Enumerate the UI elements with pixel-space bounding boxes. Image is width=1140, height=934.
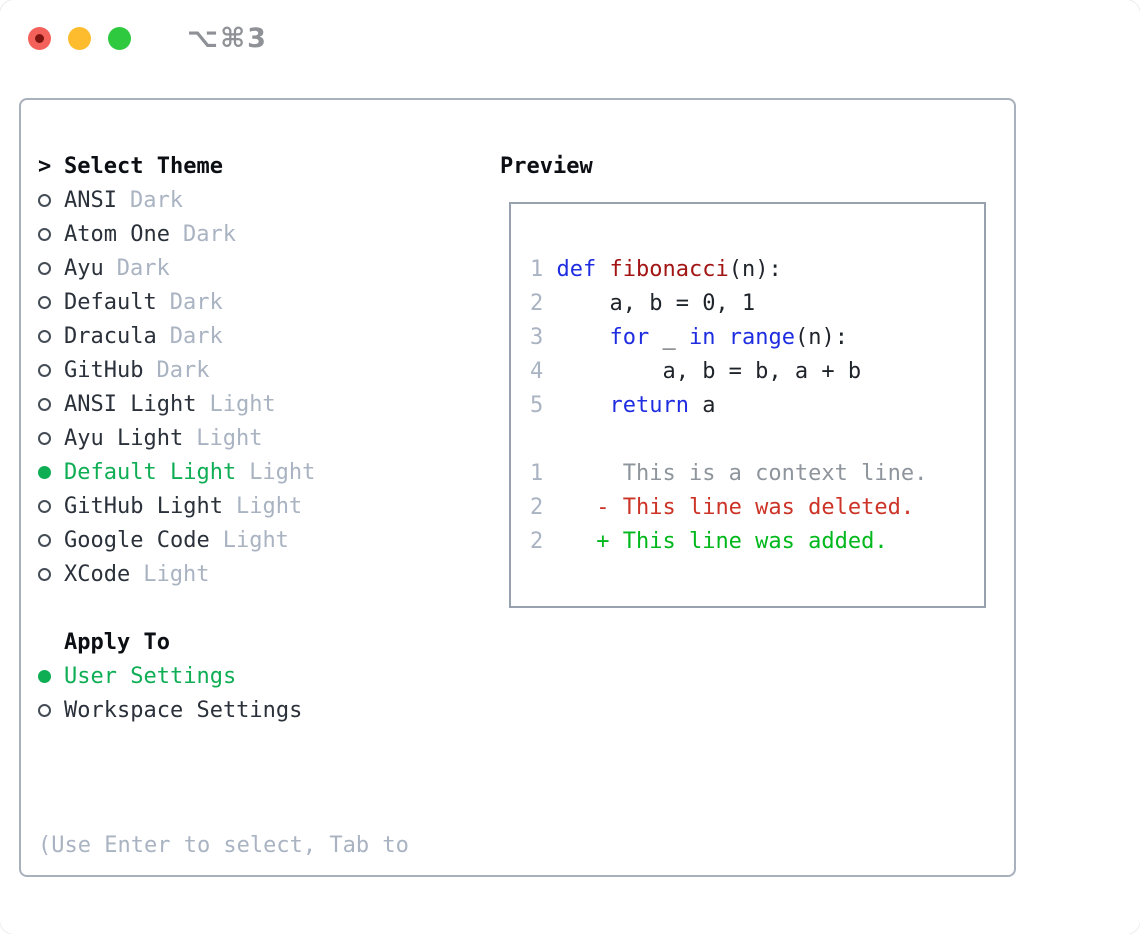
theme-option-ayu-light[interactable]: Ayu Light Light [38,421,480,455]
theme-name: XCode [64,561,131,587]
radio-icon [38,533,51,547]
theme-variant-label: Dark [169,323,223,349]
theme-option-github[interactable]: GitHub Dark [38,353,480,387]
preview-header: Preview [500,149,1014,183]
preview-lines: 1 def fibonacci(n): 2 a, b = 0, 1 3 for _ … [530,253,984,559]
theme-name: GitHub Light [64,493,223,519]
theme-name: Default [64,289,157,315]
theme-name: Default Light [64,459,237,485]
prompt-icon: > [38,153,52,179]
radio-icon [38,261,51,275]
radio-icon [38,703,51,717]
theme-option-github-light[interactable]: GitHub Light Light [38,489,480,523]
theme-option-xcode[interactable]: XCode Light [38,557,480,591]
radio-selected-icon [38,465,51,479]
theme-variant-label: Dark [182,221,236,247]
theme-option-ansi-light[interactable]: ANSI Light Light [38,387,480,421]
theme-name: Dracula [64,323,157,349]
select-theme-title: Select Theme [64,153,223,179]
theme-name: ANSI [64,187,117,213]
theme-variant-label: Dark [129,187,183,213]
preview-line: 5 return a [530,393,716,418]
theme-variant-label: Light [222,527,289,553]
theme-name: GitHub [64,357,144,383]
radio-icon [38,227,51,241]
radio-icon [38,363,51,377]
maximize-button[interactable] [108,26,131,50]
theme-option-default[interactable]: Default Dark [38,285,480,319]
help-line-1: (Use Enter to select, Tab to [38,833,409,858]
theme-variant-label: Light [209,391,276,417]
radio-selected-icon [38,669,51,683]
radio-icon [38,499,51,513]
minimize-button[interactable] [68,26,91,50]
theme-option-atom-one[interactable]: Atom One Dark [38,217,480,251]
select-theme-header: > Select Theme [38,149,480,183]
apply-to-title: Apply To [64,629,170,655]
theme-option-dracula[interactable]: Dracula Dark [38,319,480,353]
preview-line: 2 + This line was added. [530,529,888,554]
preview-box: 1 def fibonacci(n): 2 a, b = 0, 1 3 for _ … [509,202,986,608]
radio-icon [38,329,51,343]
preview-title: Preview [500,153,593,179]
theme-option-ayu[interactable]: Ayu Dark [38,251,480,285]
titlebar: ⌥⌘3 [0,0,1140,76]
preview-line: 3 for _ in range(n): [530,325,848,350]
theme-variant-label: Dark [169,289,223,315]
theme-name: Ayu Light [64,425,184,451]
help-text: (Use Enter to select, Tab to change focu… [38,761,480,934]
preview-line: 2 - This line was deleted. [530,495,915,520]
close-dot-icon [35,33,44,43]
theme-variant-label: Light [143,561,210,587]
tab-shortcut-label: ⌥⌘3 [187,22,268,54]
radio-icon [38,193,51,207]
theme-option-google-code[interactable]: Google Code Light [38,523,480,557]
preview-line [530,423,984,457]
radio-icon [38,295,51,309]
theme-option-default-light[interactable]: Default Light Light [38,455,480,489]
preview-line: 1 This is a context line. [530,461,928,486]
radio-icon [38,397,51,411]
theme-variant-label: Light [249,459,316,485]
theme-variant-label: Light [196,425,263,451]
preview-line: 1 def fibonacci(n): [530,257,782,282]
spacer [38,591,480,625]
apply-option-label: User Settings [64,663,237,689]
theme-name: Atom One [64,221,170,247]
theme-name: ANSI Light [64,391,197,417]
theme-variant-label: Light [235,493,303,519]
radio-icon [38,567,51,581]
preview-column: Preview 1 def fibonacci(n): 2 a, b = 0, 1… [500,149,1014,875]
apply-option-workspace-settings[interactable]: Workspace Settings [38,693,480,727]
close-button[interactable] [28,26,51,50]
apply-to-header: Apply To [38,625,480,659]
spacer [38,727,480,761]
apply-option-user-settings[interactable]: User Settings [38,659,480,693]
theme-option-ansi[interactable]: ANSI Dark [38,183,480,217]
theme-variant-label: Dark [116,255,170,281]
theme-name: Google Code [64,527,210,553]
apply-option-label: Workspace Settings [64,697,303,723]
preview-line: 4 a, b = b, a + b [530,359,862,384]
theme-name: Ayu [64,255,104,281]
radio-icon [38,431,51,445]
theme-variant-label: Dark [156,357,210,383]
preview-line: 2 a, b = 0, 1 [530,291,756,316]
